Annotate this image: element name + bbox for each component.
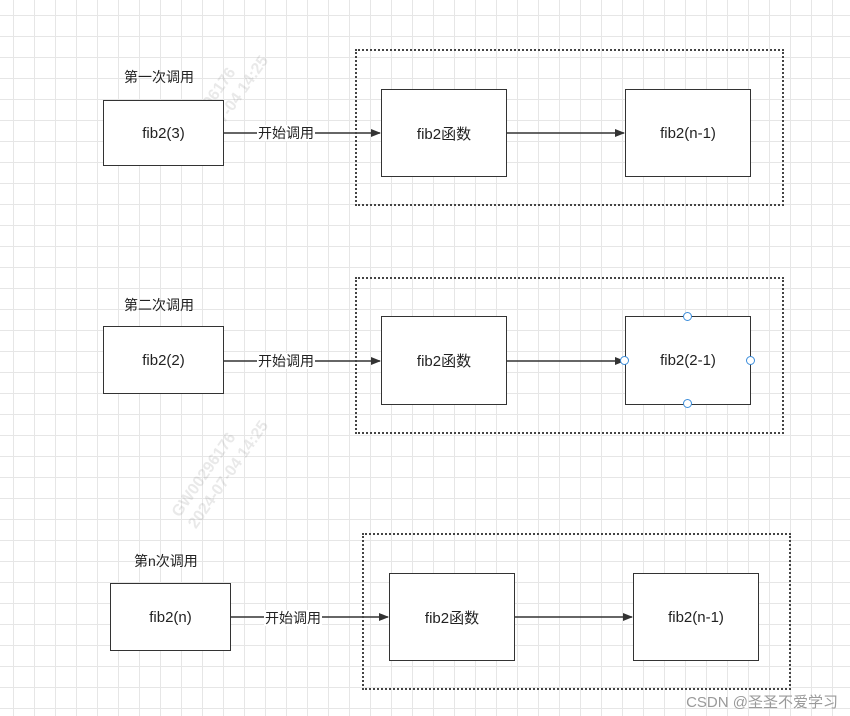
selection-handle-top[interactable] <box>683 312 692 321</box>
row3-title: 第n次调用 <box>134 553 198 569</box>
row1-func-box[interactable]: fib2函数 <box>381 89 507 177</box>
row2-next-box-selected[interactable]: fib2(2-1) <box>625 316 751 405</box>
row1-call-box[interactable]: fib2(3) <box>103 100 224 166</box>
row2-arrow-label: 开始调用 <box>257 353 315 369</box>
row3-arrow-label: 开始调用 <box>264 610 322 626</box>
csdn-footer-mark: CSDN @圣圣不爱学习 <box>686 694 838 711</box>
row1-group-container[interactable] <box>355 49 784 206</box>
row2-func-box[interactable]: fib2函数 <box>381 316 507 405</box>
row3-next-box[interactable]: fib2(n-1) <box>633 573 759 661</box>
row2-group-container[interactable] <box>355 277 784 434</box>
row1-arrow-label: 开始调用 <box>257 125 315 141</box>
row1-next-box[interactable]: fib2(n-1) <box>625 89 751 177</box>
row3-group-container[interactable] <box>362 533 791 690</box>
row3-call-box[interactable]: fib2(n) <box>110 583 231 651</box>
selection-handle-left[interactable] <box>620 356 629 365</box>
row3-func-box[interactable]: fib2函数 <box>389 573 515 661</box>
row1-title: 第一次调用 <box>124 69 194 85</box>
selection-handle-right[interactable] <box>746 356 755 365</box>
row2-call-box[interactable]: fib2(2) <box>103 326 224 394</box>
selection-handle-bottom[interactable] <box>683 399 692 408</box>
row2-title: 第二次调用 <box>124 297 194 313</box>
